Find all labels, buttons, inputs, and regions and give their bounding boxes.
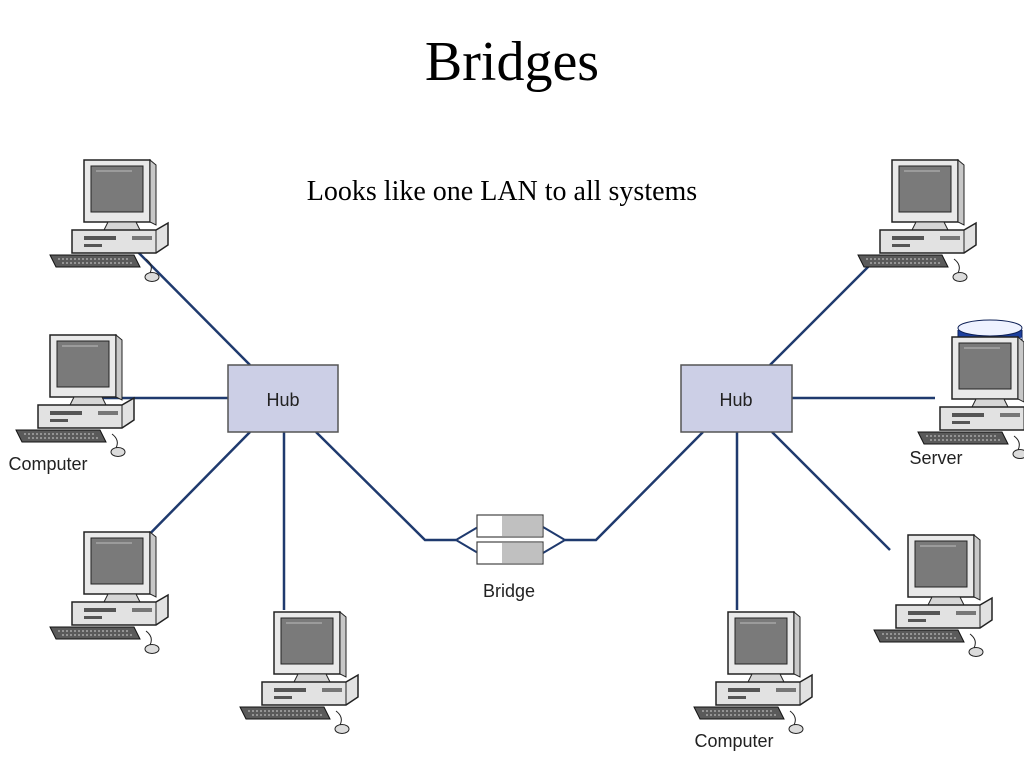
links-left <box>92 241 456 610</box>
computer-bottom-right-icon <box>693 611 813 735</box>
link-right-bridge <box>565 431 704 542</box>
slide-title: Bridges <box>424 31 600 93</box>
bridge-device: Bridge <box>454 514 567 601</box>
link-right-bottom <box>771 431 891 551</box>
link-right-top <box>769 254 881 366</box>
hub-left: Hub <box>227 364 339 433</box>
computer-right-top-icon <box>857 159 977 283</box>
computer-bottom-right-label: Computer <box>694 731 773 751</box>
hub-right-label: Hub <box>719 390 752 410</box>
link-left-bridge <box>315 431 456 542</box>
bridge-label: Bridge <box>483 581 535 601</box>
computer-left-top-icon <box>49 159 169 283</box>
server-label: Server <box>909 448 962 468</box>
slide-subtitle: Looks like one LAN to all systems <box>306 176 698 207</box>
computer-bottom-left-icon <box>239 611 359 735</box>
computer-left-bottom-icon <box>49 531 169 655</box>
links-right <box>565 254 935 610</box>
link-left-top <box>127 241 251 366</box>
computer-left-mid-icon <box>15 334 135 458</box>
computer-left-label: Computer <box>8 454 87 474</box>
computer-right-bottom-icon <box>873 534 993 658</box>
hub-left-label: Hub <box>266 390 299 410</box>
hub-right: Hub <box>680 364 793 433</box>
